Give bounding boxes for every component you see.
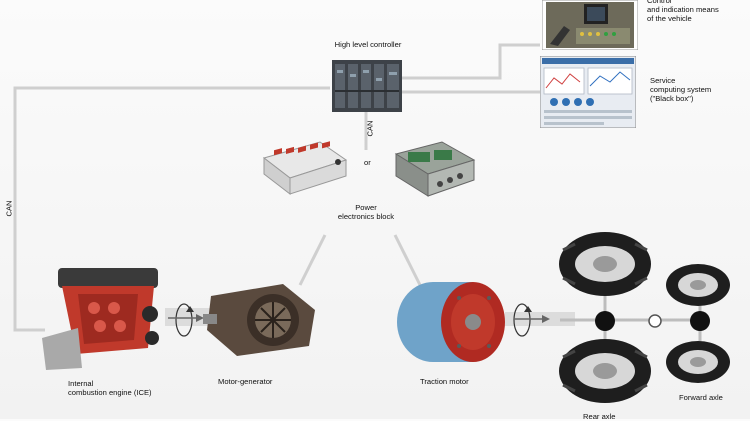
axle-hubs <box>595 311 710 331</box>
high-level-controller-label: High level controller <box>334 40 402 49</box>
rear-left-tire-icon <box>559 232 651 296</box>
can-bus-line <box>13 86 330 332</box>
ice-label: Internal combustion engine (ICE) <box>68 379 152 397</box>
rotation-arrow-icon <box>513 303 532 337</box>
or-label: or <box>364 158 371 167</box>
front-left-tire-icon <box>666 264 730 306</box>
forward-axle-label: Forward axle <box>679 393 723 402</box>
power-electronics-label: Power electronics block <box>337 203 395 221</box>
motor-generator-icon <box>203 284 315 356</box>
flow-arrow-icon <box>514 315 550 323</box>
traction-motor-icon <box>397 282 505 362</box>
flow-arrow-icon <box>168 314 204 322</box>
control-link-line <box>400 43 540 80</box>
ice-engine-icon <box>42 268 159 370</box>
power-electronics-green-icon <box>394 141 476 197</box>
rear-axle-label: Rear axle <box>583 412 616 421</box>
vehicle-console-icon <box>542 0 638 50</box>
power-electronics-red-icon <box>262 141 348 196</box>
rotation-arrow-icon <box>175 303 194 337</box>
front-right-tire-icon <box>666 341 730 383</box>
service-computing-label: Service computing system ("Black box") <box>650 76 712 103</box>
controller-cabinet-icon <box>332 60 402 112</box>
can-vertical-label: CAN <box>365 120 375 137</box>
rear-right-tire-icon <box>559 339 651 403</box>
traction-motor-label: Traction motor <box>420 377 469 386</box>
control-indication-label: Control and indication means of the vehi… <box>647 0 719 23</box>
computer-monitor-icon <box>540 56 636 128</box>
can-left-label: CAN <box>4 200 14 217</box>
motor-generator-label: Motor-generator <box>218 377 273 386</box>
